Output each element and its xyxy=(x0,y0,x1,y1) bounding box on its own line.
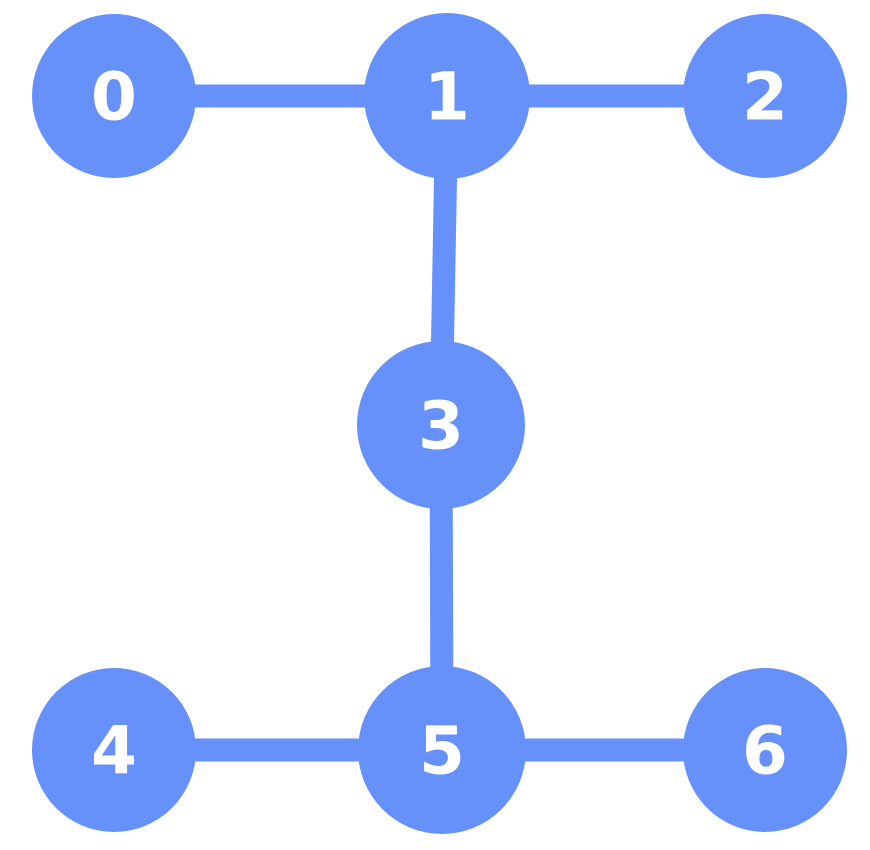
node-label: 2 xyxy=(742,59,788,136)
node-circle[interactable] xyxy=(683,14,847,178)
node-circle[interactable] xyxy=(683,668,847,832)
node-circle[interactable] xyxy=(32,14,196,178)
graph-node[interactable]: 1 xyxy=(364,13,530,179)
node-label: 3 xyxy=(418,388,464,465)
node-circle[interactable] xyxy=(357,341,525,509)
node-label: 5 xyxy=(419,713,465,790)
graph-node[interactable]: 3 xyxy=(357,341,525,509)
node-label: 6 xyxy=(742,713,788,790)
node-circle[interactable] xyxy=(358,666,526,834)
node-label: 1 xyxy=(424,59,470,136)
nodes-layer: 0 1 2 3 4 5 6 xyxy=(32,13,847,834)
graph-node[interactable]: 4 xyxy=(32,668,196,832)
graph-node[interactable]: 0 xyxy=(32,14,196,178)
node-circle[interactable] xyxy=(32,668,196,832)
graph-node[interactable]: 2 xyxy=(683,14,847,178)
node-label: 0 xyxy=(91,59,137,136)
node-label: 4 xyxy=(91,713,137,790)
graph-node[interactable]: 5 xyxy=(358,666,526,834)
node-circle[interactable] xyxy=(364,13,530,179)
graph-node[interactable]: 6 xyxy=(683,668,847,832)
